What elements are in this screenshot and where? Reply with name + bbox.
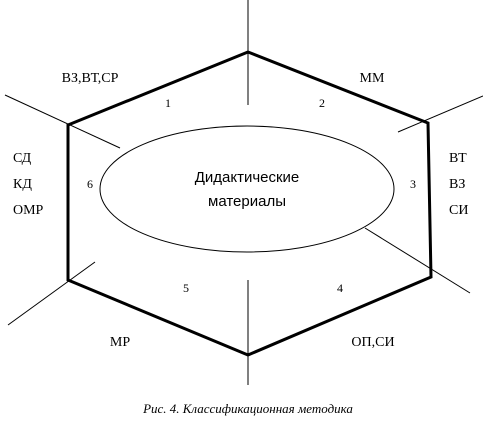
center-ellipse xyxy=(99,125,395,253)
hexagon-outline xyxy=(66,50,433,357)
sector-4-number: 4 xyxy=(337,281,343,295)
sector-6-label-1: СД xyxy=(13,151,32,166)
sector-6-label-3: ОМР xyxy=(13,203,44,218)
sector-2-label: ММ xyxy=(360,71,385,86)
sector-1-number: 1 xyxy=(165,96,171,110)
sector-4-label: ОП,СИ xyxy=(351,335,394,350)
sector-5-label: МР xyxy=(110,335,130,350)
divider-top-left xyxy=(4,94,121,149)
sector-5-number: 5 xyxy=(183,281,189,295)
sector-6-label-2: КД xyxy=(13,177,32,192)
divider-bottom-right xyxy=(364,227,471,294)
sector-3-label-2: ВЗ xyxy=(449,177,465,192)
sector-3-label-3: СИ xyxy=(449,203,468,218)
divider-bottom-left xyxy=(7,261,96,326)
divider-top-right xyxy=(397,95,483,133)
sector-3-label-1: ВТ xyxy=(449,151,467,166)
center-label-line2: материалы xyxy=(208,193,286,210)
sector-1-label: ВЗ,ВТ,СР xyxy=(62,71,119,86)
sector-3-number: 3 xyxy=(410,177,416,191)
sector-6-number: 6 xyxy=(87,177,93,191)
sector-2-number: 2 xyxy=(319,96,325,110)
figure-caption: Рис. 4. Классификационная методика xyxy=(142,401,353,416)
center-label-line1: Дидактические xyxy=(195,169,300,186)
